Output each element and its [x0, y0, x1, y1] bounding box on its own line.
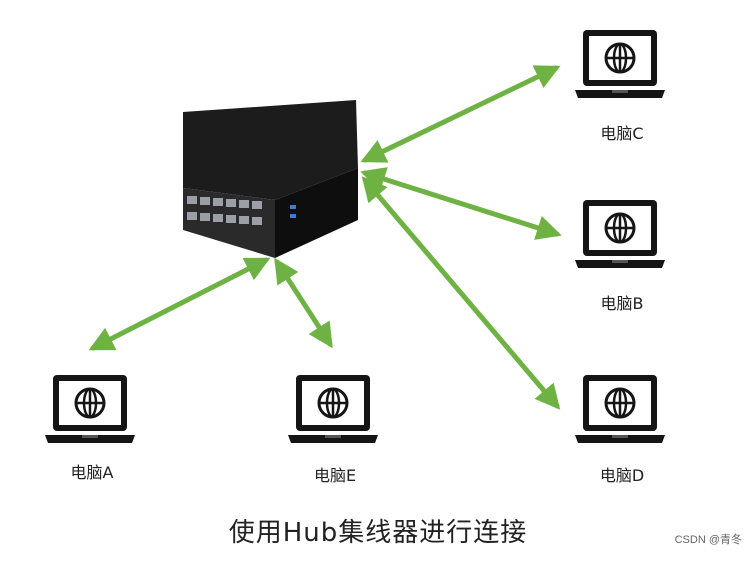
arrow-hub-computer-d — [361, 176, 561, 410]
computer-label-a: 电脑A — [70, 463, 114, 482]
arrow-hub-computer-c — [360, 65, 561, 163]
diagram-caption: 使用Hub集线器进行连接 — [228, 518, 528, 548]
computer-label-c: 电脑C — [600, 124, 644, 143]
laptop-globe-icon — [573, 373, 667, 445]
computer-label-d: 电脑D — [599, 466, 645, 485]
arrow-hub-computer-a — [88, 257, 271, 351]
arrow-hub-computer-e — [274, 257, 333, 349]
network-hub-icon — [183, 100, 358, 258]
arrow-hub-computer-b — [360, 167, 562, 240]
laptop-globe-icon — [43, 373, 137, 445]
watermark: CSDN @青冬 — [674, 534, 742, 546]
computer-label-e: 电脑E — [313, 466, 357, 485]
laptop-globe-icon — [573, 198, 667, 270]
computer-label-b: 电脑B — [600, 294, 644, 313]
laptop-globe-icon — [573, 28, 667, 100]
laptop-globe-icon — [286, 373, 380, 445]
